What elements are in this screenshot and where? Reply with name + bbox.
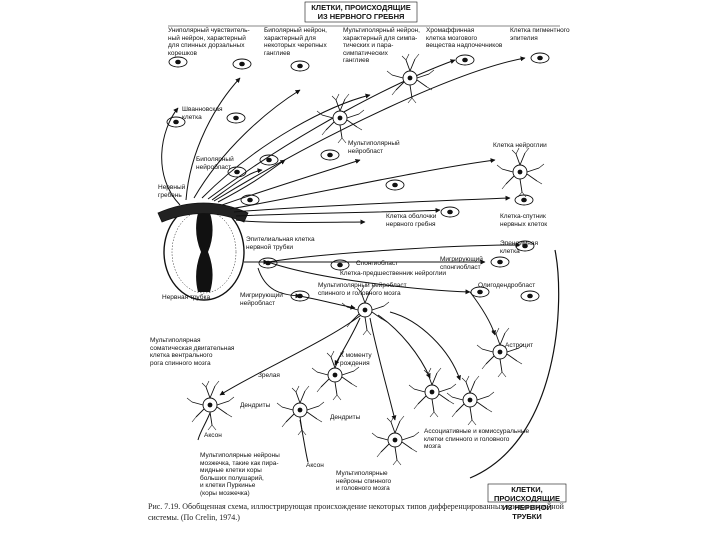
neural-crest-band [157,202,249,223]
astrocyte-icon [476,327,525,378]
somatic-motor-cell-icon [186,380,235,431]
label-mp-neuroblast-brain: Мультиполярный нейробласт спинного и гол… [318,282,407,297]
label-multipolar-neuron: Мультиполярный нейрон, характерный для с… [343,27,420,64]
label-precursor-cell: Клетка-предшественник нейроглии [340,270,446,277]
association-cell-icon [408,367,457,418]
label-spongioblast: Спонгиобласт [356,260,399,267]
label-epithelial-tube: Эпителиальная клетка нервной трубки [246,236,315,251]
label-mature: Зрелая [258,372,280,379]
association-cell-icon [446,375,495,426]
label-astrocyte: Астроцит [505,342,534,349]
label-sheath-cell: Клетка оболочки нервного гребня [386,213,437,228]
label-association: Ассоциативные и комиссуральные клетки сп… [424,428,530,450]
label-dendrites-left: Дендриты [240,402,271,409]
crest-title-box [304,1,418,23]
label-neural-crest: Нервный гребень [158,184,186,199]
neural-tube [163,203,245,301]
label-early-stage: К моменту рождения [340,352,372,367]
crest-cell-icon [240,194,260,206]
neuroglia-cell-icon [496,147,545,198]
label-bipolar-sensory: Биполярный нейрон, характерный для некот… [264,27,327,57]
satellite-cell-icon [514,194,534,206]
axon-left [197,412,211,441]
label-oligodendroblast: Олигодендробласт [478,282,536,289]
tube-title: КЛЕТКИ, ПРОИСХОДЯЩИЕ ИЗ НЕРВНОЙ ТРУБКИ [494,485,560,521]
label-multipolar-neuroblast: Мультиполярный нейробласт [348,140,400,155]
crest-cell-icon [385,179,405,191]
epithelial-cell-icon [258,257,278,269]
label-neural-tube: Нервная трубка [162,294,211,301]
crest-cell-icon [320,149,340,161]
bipolar-neuron-icon [232,58,252,70]
crest-title: КЛЕТКИ, ПРОИСХОДЯЩИЕ ИЗ НЕРВНОГО ГРЕБНЯ [311,3,411,21]
pigment-cell-icon [530,52,550,64]
label-schwann: Шванновская клетка [182,106,223,121]
label-satellite: Клетка-спутник нервных клеток [500,213,548,228]
label-axon-mid: Аксон [306,462,324,469]
axon-mid [299,419,309,463]
label-neuroglia: Клетка нейроглии [493,142,547,149]
crest-arrows [161,56,526,225]
label-mp-somatic: Мультиполярная соматическая двигательная… [150,337,235,367]
label-purkinje: Мультиполярные нейроны мозжечка, такие к… [200,452,280,497]
mp-neuron-brain-icon [371,415,420,466]
label-mp-neurons-brain: Мультиполярные нейроны спинного и головн… [336,470,392,492]
figure-caption: Рис. 7.19. Обобщенная схема, иллюстрирую… [148,502,564,522]
label-chromaffin: Хромаффинная клетка мозгового вещества н… [426,27,503,49]
multipolar-neuron-icon [316,93,365,144]
tube-arrows [219,242,560,479]
label-migrating-neuroblast: Мигрирующий нейробласт [240,292,283,307]
label-spongioblast-migr: Мигрирующий спонгиобласт [440,256,483,271]
label-pigment: Клетка пигментного эпителия [510,27,570,42]
unipolar-neuron-icon [168,56,188,68]
oligodendroblast-icon [520,290,540,302]
tube-title-box [487,483,567,503]
label-axon-left: Аксон [204,432,222,439]
pyramidal-cell-icon [276,385,325,436]
label-unipolar: Униполярный чувствитель- ный нейрон, хар… [168,27,250,57]
label-ependymal: Эпендимная клетка [500,240,539,255]
label-bipolar-neuroblast: Биполярный нейробласт [196,156,234,171]
label-dendrites-mid: Дендриты [330,414,361,421]
chromaffin-cell-icon [455,54,475,66]
bipolar-neuron-icon [290,60,310,72]
